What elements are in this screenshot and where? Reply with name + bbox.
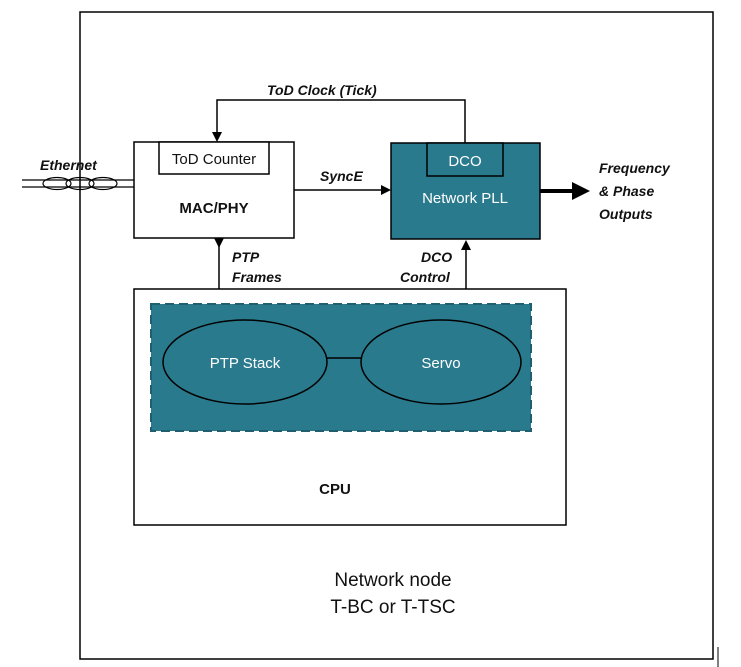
mac-phy-label: MAC/PHY [179,200,248,217]
ptp-stack-label: PTP Stack [210,355,281,372]
dco-control-label-line1: DCO [421,249,452,265]
synce-label: SyncE [320,168,363,184]
dco-block [426,142,504,177]
tod-clock-label: ToD Clock (Tick) [267,82,377,98]
phase-label: & Phase [599,183,654,199]
servo-ellipse [360,319,522,405]
tod-counter-label: ToD Counter [172,151,256,168]
network-node-label-line2: T-BC or T-TSC [330,597,455,618]
network-node-label-line1: Network node [334,570,451,591]
network-pll-label: Network PLL [422,190,508,207]
dco-label: DCO [448,153,481,170]
ptp-stack-ellipse [162,319,328,405]
servo-label: Servo [421,355,460,372]
ethernet-cable-icon [22,176,134,191]
ptp-frames-label-line2: Frames [232,269,282,285]
tod-counter-block [158,141,270,175]
outputs-label: Outputs [599,206,653,222]
ethernet-label: Ethernet [40,157,98,173]
dco-control-label-line2: Control [400,269,451,285]
frequency-label: Frequency [599,160,671,176]
cpu-label: CPU [319,481,351,498]
ptp-frames-label-line1: PTP [232,249,260,265]
tod-clock-line [212,99,466,143]
